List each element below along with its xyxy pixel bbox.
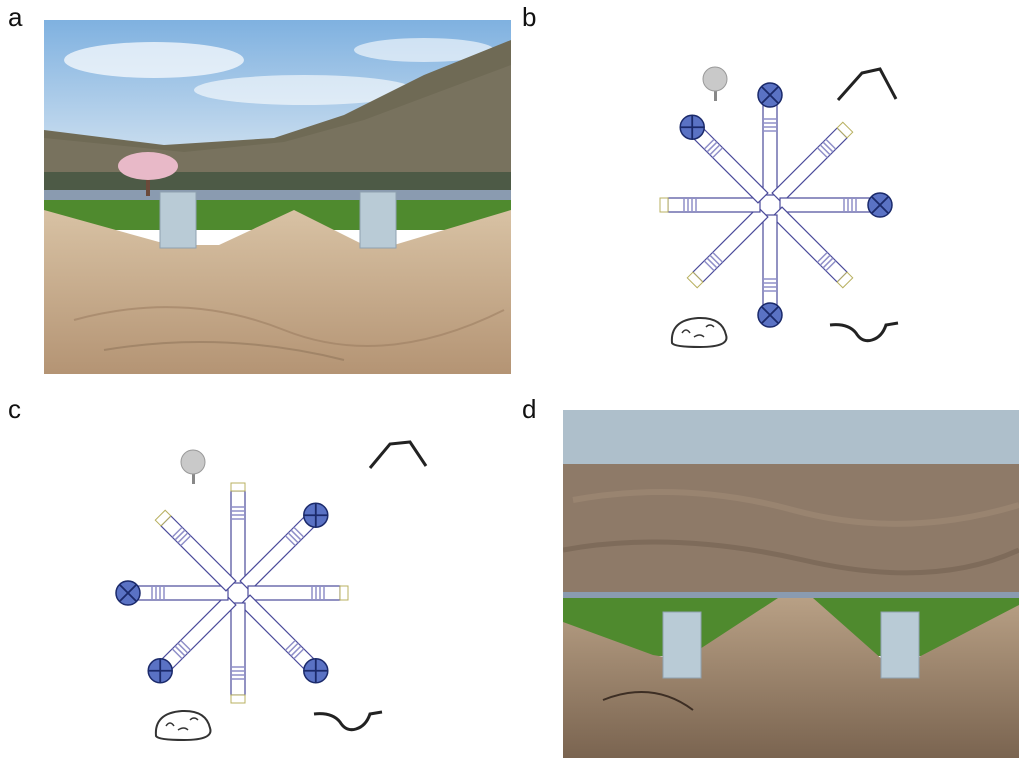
maze-arm — [686, 206, 769, 289]
pillar — [159, 191, 197, 249]
ridge-line-icon — [836, 67, 898, 101]
maze-arm — [230, 602, 246, 704]
wave-line-icon — [829, 321, 899, 343]
pillar — [662, 611, 702, 679]
tree-icon — [180, 449, 206, 484]
environment-view-a — [44, 20, 511, 374]
maze-map-b — [650, 55, 920, 355]
maze-arm — [771, 121, 854, 204]
rock-icon — [670, 316, 728, 349]
maze-arm — [239, 594, 329, 684]
maze-arm — [147, 594, 237, 684]
pillar — [880, 611, 920, 679]
wave-line-icon — [313, 710, 383, 732]
maze-arm — [659, 197, 761, 213]
maze-arm — [247, 585, 349, 601]
ridge-line-icon — [368, 440, 428, 469]
food-marker — [115, 580, 141, 606]
rock-icon — [154, 709, 212, 742]
panel-label-d: d — [522, 394, 537, 424]
food-marker — [303, 658, 329, 684]
maze-arm — [779, 192, 893, 218]
food-marker — [757, 82, 783, 108]
maze-arm — [239, 502, 329, 592]
environment-view-d — [563, 410, 1019, 758]
food-marker — [757, 302, 783, 328]
maze-arm — [154, 509, 237, 592]
maze-arm — [757, 82, 783, 196]
sky — [563, 410, 1019, 466]
maze-arm — [757, 214, 783, 328]
ground — [44, 210, 511, 374]
panel-label-b: b — [522, 2, 537, 32]
ground — [563, 598, 1019, 758]
food-marker — [303, 502, 329, 528]
food-marker — [679, 114, 705, 140]
tree-icon — [702, 66, 728, 101]
maze-map-c — [108, 438, 428, 748]
food-marker — [867, 192, 893, 218]
food-marker — [147, 658, 173, 684]
maze-arm — [230, 482, 246, 584]
maze-arm — [679, 114, 769, 204]
wall — [44, 190, 511, 200]
pillar — [359, 191, 397, 249]
panel-label-c: c — [8, 394, 21, 424]
panel-label-a: a — [8, 2, 23, 32]
rock-wall — [563, 464, 1019, 594]
maze-arm — [771, 206, 854, 289]
maze-arm — [115, 580, 229, 606]
cherry-tree — [118, 152, 178, 196]
wall — [563, 592, 1019, 600]
